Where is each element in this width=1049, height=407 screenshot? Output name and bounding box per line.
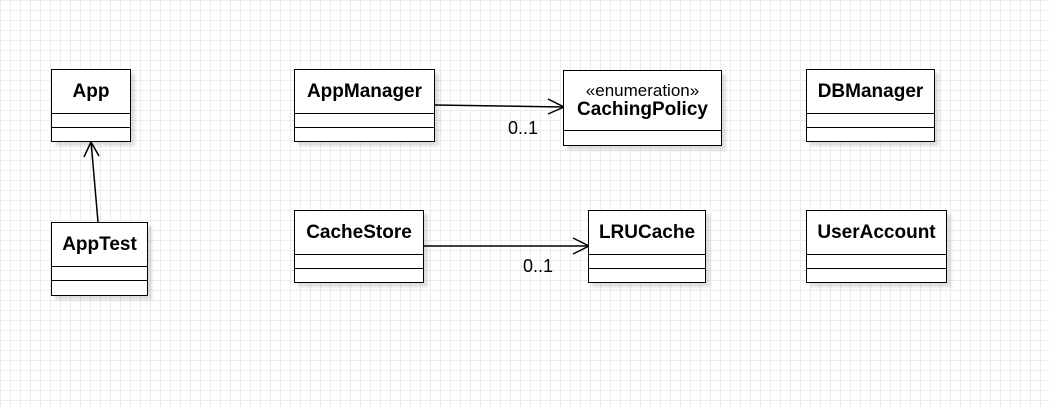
class-header: «enumeration» CachingPolicy bbox=[564, 71, 721, 131]
class-name: CacheStore bbox=[306, 221, 412, 243]
class-header: App bbox=[52, 70, 130, 114]
attributes-compartment bbox=[589, 255, 705, 269]
attributes-compartment bbox=[52, 114, 130, 128]
class-name: CachingPolicy bbox=[577, 99, 708, 120]
attributes-compartment bbox=[295, 255, 423, 269]
class-useraccount[interactable]: UserAccount bbox=[806, 210, 947, 283]
operations-compartment bbox=[807, 269, 946, 282]
class-name: AppTest bbox=[62, 233, 137, 255]
class-name: App bbox=[72, 80, 110, 102]
class-name: DBManager bbox=[817, 80, 924, 102]
class-cachingpolicy[interactable]: «enumeration» CachingPolicy bbox=[563, 70, 722, 146]
class-appmanager[interactable]: AppManager bbox=[294, 69, 435, 142]
operations-compartment bbox=[295, 128, 434, 141]
operations-compartment bbox=[589, 269, 705, 282]
attributes-compartment bbox=[807, 114, 934, 128]
class-header: LRUCache bbox=[589, 211, 705, 255]
attributes-compartment bbox=[807, 255, 946, 269]
operations-compartment bbox=[807, 128, 934, 141]
multiplicity-label: 0..1 bbox=[523, 256, 554, 276]
arrowhead-app bbox=[83, 140, 100, 158]
class-cachestore[interactable]: CacheStore bbox=[294, 210, 424, 283]
multiplicity-label: 0..1 bbox=[508, 118, 539, 138]
class-name: LRUCache bbox=[598, 221, 696, 243]
operations-compartment bbox=[52, 281, 147, 294]
class-header: AppManager bbox=[295, 70, 434, 114]
class-stereotype: «enumeration» bbox=[585, 81, 700, 100]
attributes-compartment bbox=[52, 267, 147, 281]
class-header: CacheStore bbox=[295, 211, 423, 255]
class-name: AppManager bbox=[306, 80, 423, 102]
class-header: AppTest bbox=[52, 223, 147, 267]
literals-compartment bbox=[564, 131, 721, 144]
class-header: UserAccount bbox=[807, 211, 946, 255]
class-lrucache[interactable]: LRUCache bbox=[588, 210, 706, 283]
attributes-compartment bbox=[295, 114, 434, 128]
class-name: UserAccount bbox=[817, 221, 936, 243]
class-app[interactable]: App bbox=[51, 69, 131, 142]
association-apptest-to-app bbox=[90, 140, 99, 223]
class-dbmanager[interactable]: DBManager bbox=[806, 69, 935, 142]
class-apptest[interactable]: AppTest bbox=[51, 222, 148, 296]
class-header: DBManager bbox=[807, 70, 934, 114]
operations-compartment bbox=[295, 269, 423, 282]
association-appmanager-to-cachingpolicy bbox=[433, 104, 565, 108]
operations-compartment bbox=[52, 128, 130, 141]
